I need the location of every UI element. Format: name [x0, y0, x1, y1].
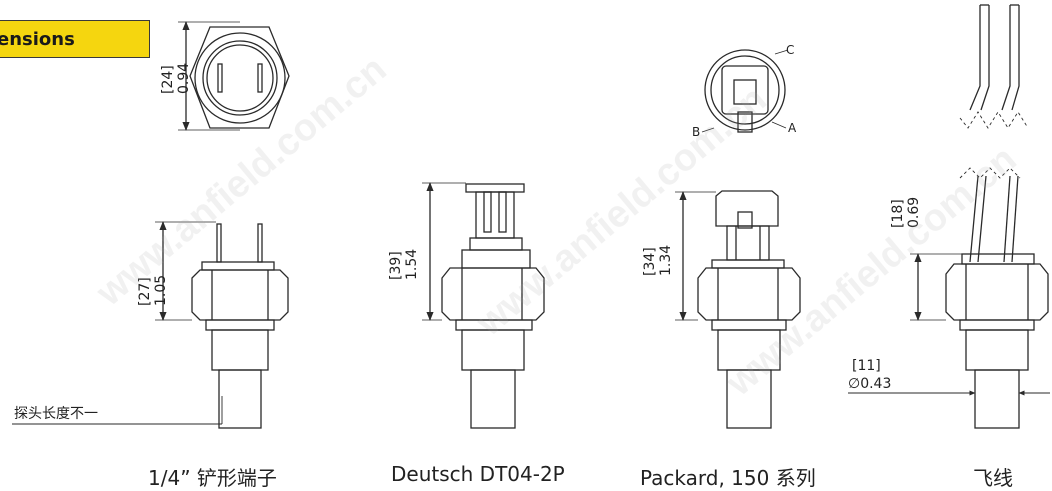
caption-packard: Packard, 150 系列 — [640, 466, 816, 490]
spade-dim-in: 1.05 — [153, 275, 169, 306]
probe-length-note: 探头长度不一 — [14, 406, 98, 422]
section-header-title: ensions — [0, 29, 75, 50]
flying-lead-top-wires — [959, 4, 1029, 129]
packard-pin-c: C — [786, 43, 794, 57]
flying-lead-dimension: [18] 0.69 — [890, 197, 922, 228]
top-view-dim-mm: [24] — [160, 65, 176, 94]
spade-terminal-sensor — [12, 221, 289, 429]
packard-dim-in: 1.34 — [658, 245, 674, 276]
top-view-hex — [178, 21, 290, 131]
caption-flying-lead: 飞线 — [973, 466, 1013, 490]
deutsch-dim-in: 1.54 — [404, 249, 420, 280]
deutsch-dimension: [39] 1.54 — [388, 249, 420, 280]
section-header-banner: ensions — [0, 20, 150, 58]
caption-spade-terminal: 1/4” 铲形端子 — [148, 466, 277, 490]
flying-lead-dim-mm: [18] — [890, 199, 906, 228]
flying-lead-sensor — [848, 167, 1050, 429]
packard-dim-mm: [34] — [642, 247, 658, 276]
caption-deutsch: Deutsch DT04-2P — [391, 462, 565, 486]
deutsch-dim-mm: [39] — [388, 251, 404, 280]
packard-end-view — [701, 49, 789, 133]
packard-pin-b: B — [692, 125, 700, 139]
flying-lead-dim-in: 0.69 — [906, 197, 922, 228]
deutsch-sensor — [422, 182, 545, 429]
top-view-dimension: [24] 0.94 — [160, 63, 192, 94]
flying-lead-dia-mm: [11] — [852, 358, 881, 374]
flying-lead-dia-in: ∅0.43 — [848, 376, 891, 392]
packard-dimension: [34] 1.34 — [642, 245, 674, 276]
packard-pin-a: A — [788, 121, 797, 135]
top-view-dim-in: 0.94 — [176, 63, 192, 94]
spade-dimension: [27] 1.05 — [137, 275, 169, 306]
spade-dim-mm: [27] — [137, 277, 153, 306]
packard-side-view — [675, 190, 801, 429]
